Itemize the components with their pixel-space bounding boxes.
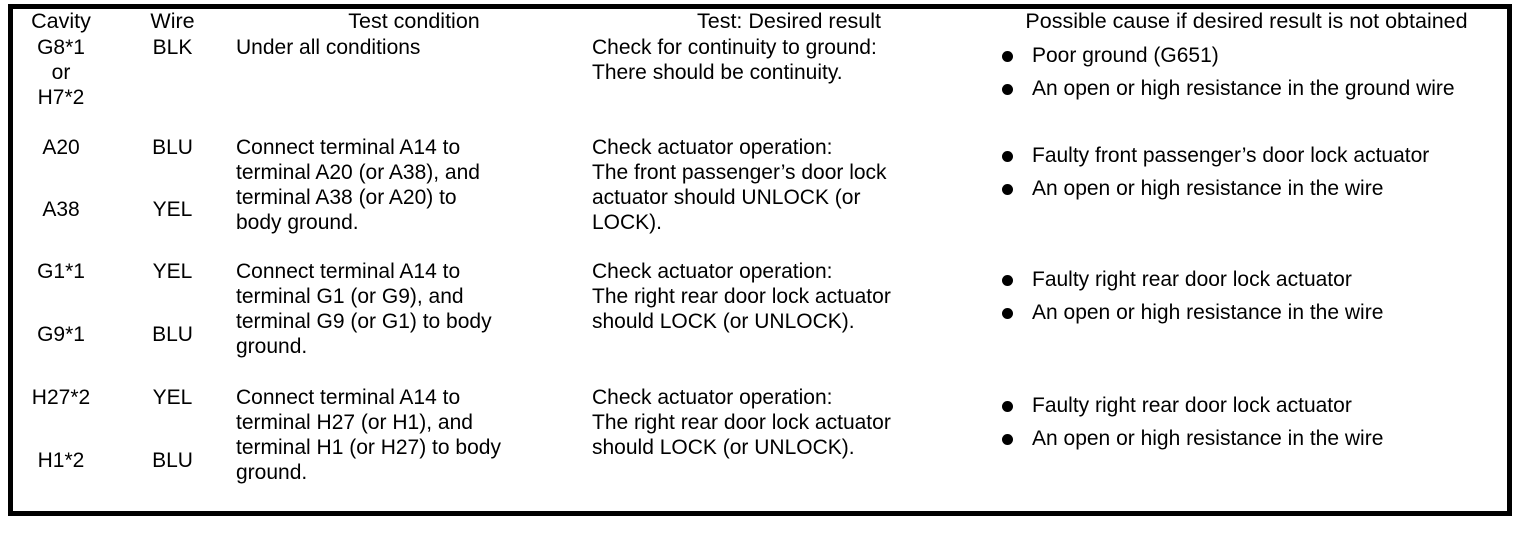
cell-cause: Faulty right rear door lock actuator An … — [986, 385, 1507, 511]
list-item: Faulty right rear door lock actuator — [998, 267, 1501, 293]
cause-text: Poor ground (G651) — [1032, 43, 1219, 67]
bullet-icon — [1002, 150, 1013, 162]
cell-cause: Faulty right rear door lock actuator An … — [986, 259, 1507, 385]
bullet-icon — [1002, 400, 1013, 412]
column-header-wire: Wire — [150, 9, 195, 33]
cause-list: Faulty right rear door lock actuator An … — [986, 385, 1507, 460]
bullet-icon — [1002, 84, 1013, 96]
cell-test: Check actuator operation: The right rear… — [592, 259, 891, 334]
cell-wire: BLK — [152, 35, 193, 59]
column-header-cause: Possible cause if desired result is not … — [1025, 9, 1468, 33]
cell-cavity: A38 — [42, 197, 80, 221]
cause-text: An open or high resistance in the wire — [1032, 177, 1384, 201]
cell-condition: Under all conditions — [236, 35, 421, 59]
cause-text: An open or high resistance in the wire — [1032, 427, 1384, 451]
cell-cavity: H1*2 — [37, 448, 85, 472]
list-item: An open or high resistance in the wire — [998, 300, 1501, 326]
cause-text: Faulty right rear door lock actuator — [1032, 267, 1352, 291]
cell-cavity: G1*1 — [37, 259, 85, 283]
wire-test-table: Cavity Wire Test condition Test: Desired… — [13, 9, 1507, 511]
table-row: G1*1 YEL Connect terminal A14 to termina… — [13, 259, 1507, 359]
spec-table-container: Cavity Wire Test condition Test: Desired… — [8, 4, 1512, 516]
cell-condition: Connect terminal A14 to terminal H27 (or… — [236, 385, 501, 485]
table-row: H27*2 YEL Connect terminal A14 to termin… — [13, 385, 1507, 485]
cause-text: Faulty right rear door lock actuator — [1032, 393, 1352, 417]
cell-wire: YEL — [152, 259, 193, 283]
table-row: A20 BLU Connect terminal A14 to terminal… — [13, 135, 1507, 235]
list-item: An open or high resistance in the wire — [998, 426, 1501, 452]
table-row: G8*1 or H7*2 BLK Under all conditions Ch… — [13, 35, 1507, 135]
list-item: An open or high resistance in the wire — [998, 176, 1501, 202]
cell-cause: Faulty front passenger’s door lock actua… — [986, 135, 1507, 259]
cause-text: Faulty front passenger’s door lock actua… — [1032, 143, 1430, 167]
cause-list: Faulty front passenger’s door lock actua… — [986, 135, 1507, 210]
list-item: Faulty front passenger’s door lock actua… — [998, 143, 1501, 169]
cell-cavity: H27*2 — [31, 385, 91, 409]
bullet-icon — [1002, 434, 1013, 446]
list-item: An open or high resistance in the ground… — [998, 76, 1501, 102]
list-item: Poor ground (G651) — [998, 43, 1501, 69]
bullet-icon — [1002, 50, 1013, 62]
cause-text: An open or high resistance in the ground… — [1032, 77, 1455, 101]
cause-text: An open or high resistance in the wire — [1032, 301, 1384, 325]
cell-wire: YEL — [152, 385, 193, 409]
table-row: G9*1 BLU — [13, 322, 1507, 385]
cell-cavity: G8*1 or H7*2 — [37, 35, 85, 110]
table-body: G8*1 or H7*2 BLK Under all conditions Ch… — [13, 35, 1507, 511]
cell-test: Check for continuity to ground: There sh… — [592, 35, 877, 84]
cell-cavity: G9*1 — [37, 322, 85, 346]
cell-condition: Connect terminal A14 to terminal A20 (or… — [236, 135, 480, 235]
cell-cause: Poor ground (G651) An open or high resis… — [986, 35, 1507, 135]
cell-wire: YEL — [152, 197, 193, 221]
cause-list: Poor ground (G651) An open or high resis… — [986, 35, 1507, 110]
cause-list: Faulty right rear door lock actuator An … — [986, 259, 1507, 334]
cell-wire: BLU — [152, 448, 193, 472]
cell-wire: BLU — [152, 322, 193, 346]
bullet-icon — [1002, 184, 1013, 196]
table-row: H1*2 BLU — [13, 448, 1507, 511]
bullet-icon — [1002, 274, 1013, 286]
bullet-icon — [1002, 308, 1013, 320]
cell-test: Check actuator operation: The front pass… — [592, 135, 887, 235]
cell-wire: BLU — [152, 135, 193, 159]
cell-cavity: A20 — [42, 135, 80, 159]
column-header-test: Test: Desired result — [696, 9, 881, 33]
column-header-cavity: Cavity — [31, 9, 91, 33]
cell-condition: Connect terminal A14 to terminal G1 (or … — [236, 259, 492, 359]
table-header-row: Cavity Wire Test condition Test: Desired… — [13, 9, 1507, 35]
cell-test: Check actuator operation: The right rear… — [592, 385, 891, 460]
table-row: A38 YEL — [13, 197, 1507, 259]
list-item: Faulty right rear door lock actuator — [998, 393, 1501, 419]
column-header-condition: Test condition — [348, 9, 480, 33]
